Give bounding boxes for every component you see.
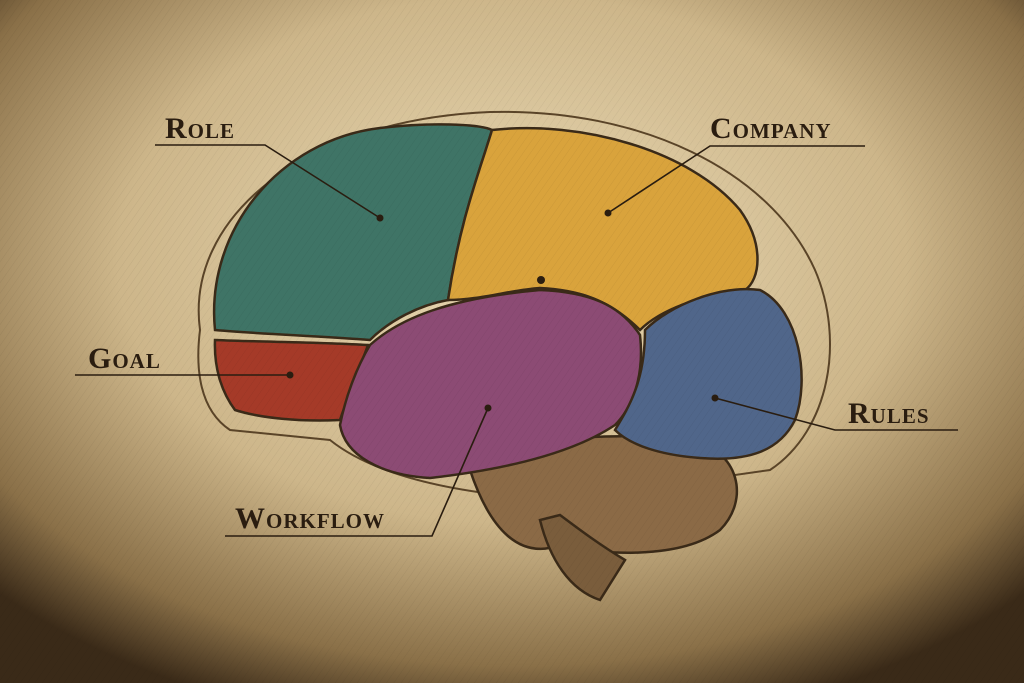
leader-dot-goal <box>286 371 294 379</box>
leader-rules <box>714 397 958 431</box>
label-workflow: Workflow <box>235 502 385 535</box>
leader-dot-role <box>376 214 384 222</box>
leader-dot-workflow <box>484 404 492 412</box>
label-role: Role <box>165 112 235 145</box>
label-company: Company <box>710 112 832 145</box>
label-goal: Goal <box>88 342 161 375</box>
leader-company <box>607 145 865 214</box>
center-dot <box>537 276 545 284</box>
label-rules: Rules <box>848 397 930 430</box>
leader-dot-rules <box>711 394 719 402</box>
leader-workflow <box>225 407 489 537</box>
leader-dot-company <box>604 209 612 217</box>
leader-role <box>155 144 381 219</box>
